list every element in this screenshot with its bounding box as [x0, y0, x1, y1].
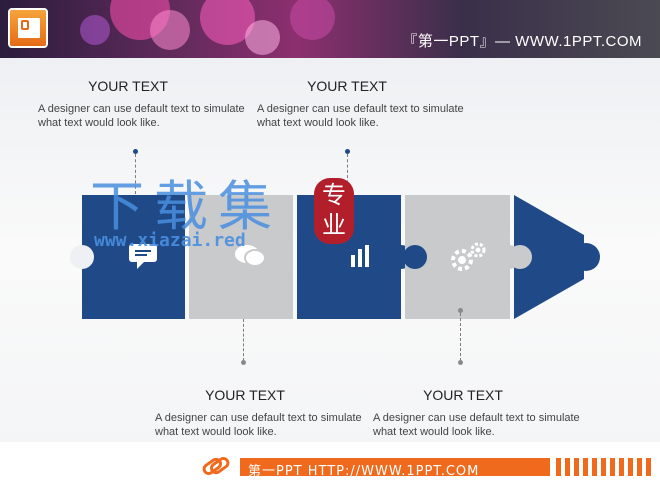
footer-link[interactable]: 第一PPT HTTP://WWW.1PPT.COM [248, 464, 480, 479]
text-heading: YOUR TEXT [423, 387, 503, 403]
header-banner: 『第一PPT』— WWW.1PPT.COM [0, 0, 660, 58]
connector-line [347, 154, 348, 194]
text-block-1: YOUR TEXT A designer can use default tex… [38, 78, 253, 130]
footer-stripe [610, 458, 615, 476]
footer-bar [240, 458, 550, 476]
text-block-3: YOUR TEXT A designer can use default tex… [155, 387, 370, 439]
connector-line [135, 154, 136, 194]
footer-stripe [646, 458, 651, 476]
header-title: 『第一PPT』— WWW.1PPT.COM [402, 33, 642, 50]
connector-dot [241, 360, 246, 365]
footer-stripe [619, 458, 624, 476]
puzzle-knob [70, 245, 94, 269]
watermark-text: 下载集 [90, 175, 282, 238]
text-heading: YOUR TEXT [307, 78, 387, 94]
text-block-4: YOUR TEXT A designer can use default tex… [373, 387, 588, 439]
text-heading: YOUR TEXT [205, 387, 285, 403]
watermark-url: www.xiazai.red [94, 230, 246, 251]
footer-stripe [628, 458, 633, 476]
text-body: A designer can use default text to simul… [155, 412, 362, 438]
connector-dot [458, 308, 463, 313]
connector-line [243, 319, 244, 361]
footer-stripe [556, 458, 561, 476]
bokeh-light [290, 0, 335, 40]
text-heading: YOUR TEXT [88, 78, 168, 94]
watermark-seal: 专业 [314, 178, 354, 244]
text-body: A designer can use default text to simul… [373, 412, 580, 438]
bokeh-light [80, 15, 110, 45]
arrow-tip-piece [514, 195, 600, 319]
connector-dot [458, 360, 463, 365]
footer-stripe [601, 458, 606, 476]
footer-stripe [592, 458, 597, 476]
chat-bubbles-icon [232, 241, 268, 271]
bokeh-light [150, 10, 190, 50]
footer-stripe [583, 458, 588, 476]
chat-bubble-icon [126, 241, 160, 271]
text-block-2: YOUR TEXT A designer can use default tex… [257, 78, 472, 130]
powerpoint-icon[interactable] [8, 8, 48, 48]
bar-chart-icon [348, 242, 376, 270]
text-body: A designer can use default text to simul… [257, 103, 464, 129]
connector-dot [133, 149, 138, 154]
footer-stripe [574, 458, 579, 476]
bokeh-light [245, 20, 280, 55]
gears-icon [446, 240, 490, 274]
connector-line [460, 313, 461, 361]
footer-stripe [565, 458, 570, 476]
connector-dot [345, 149, 350, 154]
puzzle-knob [403, 245, 427, 269]
link-icon[interactable] [200, 450, 232, 482]
text-body: A designer can use default text to simul… [38, 103, 245, 129]
slide-content: YOUR TEXT A designer can use default tex… [0, 58, 660, 442]
footer-stripe [637, 458, 642, 476]
puzzle-piece-4 [403, 195, 521, 319]
